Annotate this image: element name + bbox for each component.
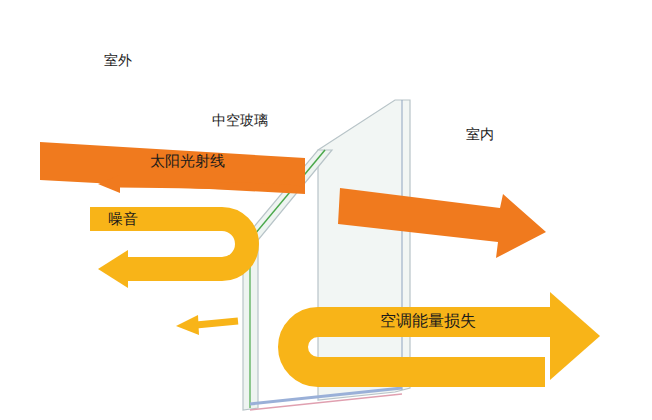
- arrow-head: [550, 292, 600, 380]
- band-label: 空调能量损失: [380, 311, 476, 330]
- region-label: 室外: [104, 52, 132, 69]
- region-label: 室内: [466, 126, 494, 143]
- sunlight-band: [40, 142, 305, 194]
- band-label: 太阳光射线: [150, 152, 225, 170]
- sealant-line: [250, 394, 402, 410]
- noise-thin-arrow: [196, 321, 238, 325]
- glass-edge: [402, 100, 403, 390]
- arrow-head: [98, 250, 128, 288]
- arrow-head: [98, 175, 120, 193]
- glass-pane-back: [318, 100, 410, 400]
- arrow-head: [176, 315, 199, 335]
- reflected-sunlight: [118, 184, 300, 190]
- transmitted-sunlight: [338, 188, 546, 258]
- band-label: 噪音: [108, 210, 138, 228]
- glass-label: 中空玻璃: [212, 112, 268, 129]
